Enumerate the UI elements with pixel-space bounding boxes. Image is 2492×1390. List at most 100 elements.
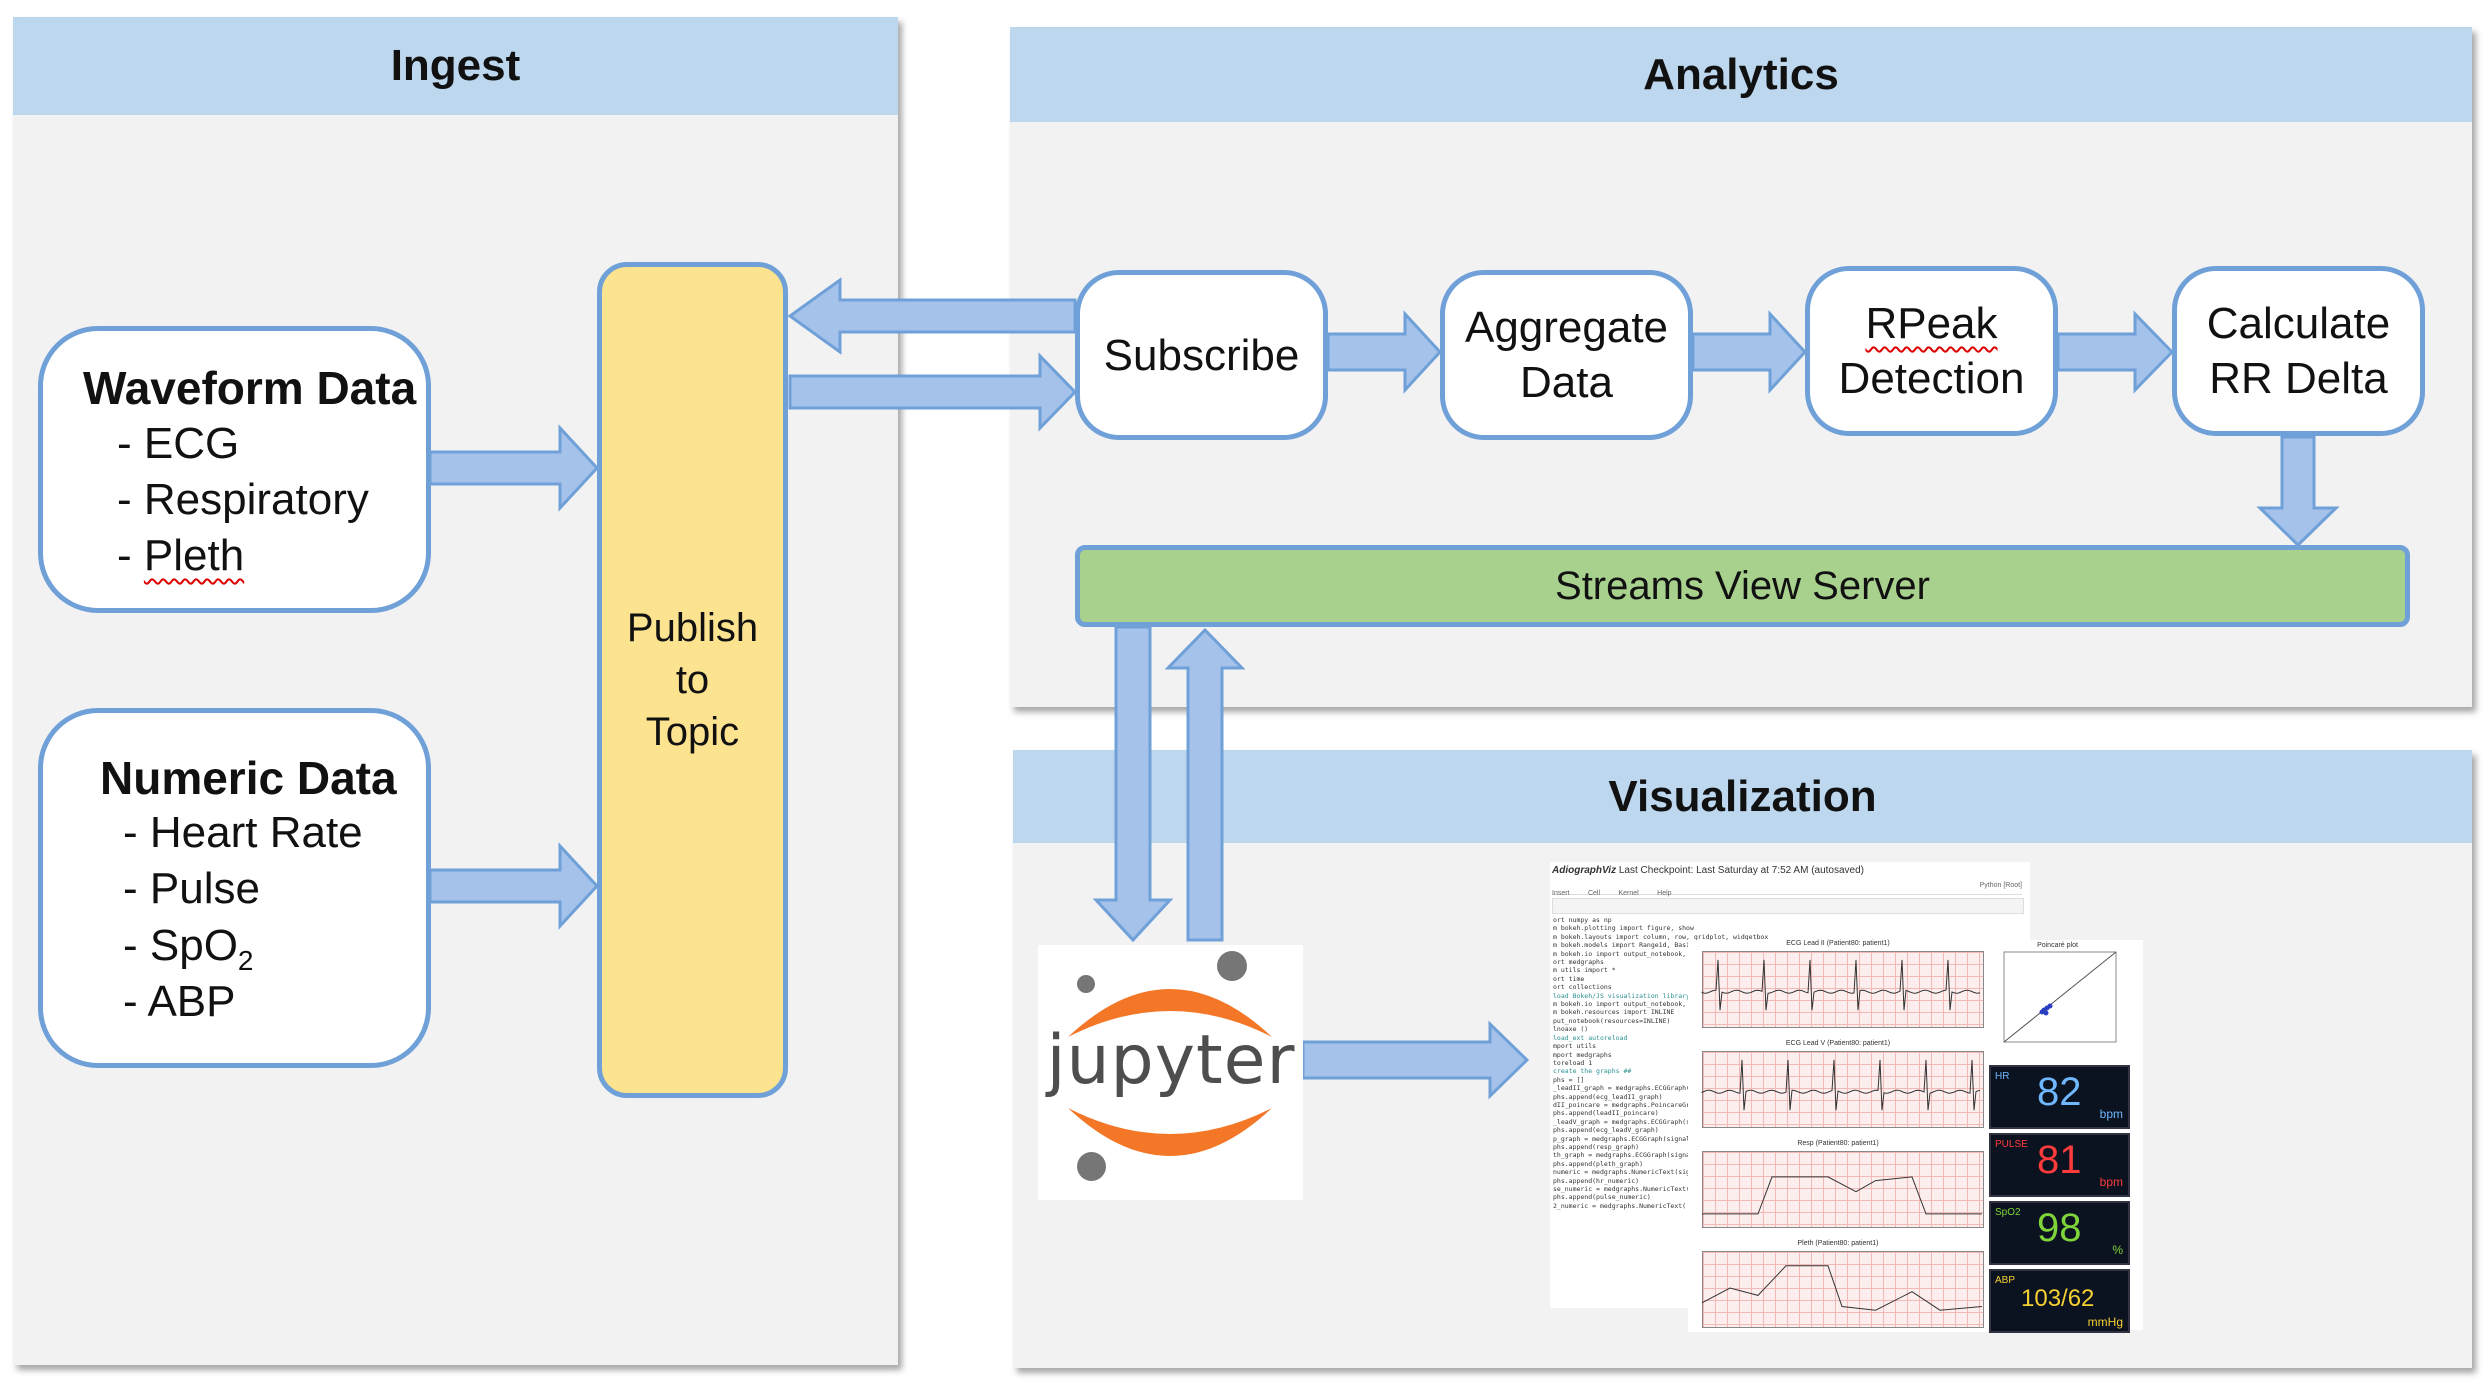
jupyter-logo: jupyter (1038, 945, 1303, 1200)
arrow-waveform-to-publish (428, 424, 600, 512)
code-line: m utils import * (1553, 966, 1616, 975)
jupyter-dot-large-icon (1217, 951, 1247, 981)
code-line: lnoaxe () (1553, 1025, 1589, 1034)
dashboard-charts: ECG Lead II (Patient80: patient1) ECG Lea… (1688, 940, 2143, 1332)
code-line: phs.append(pleth_graph) (1553, 1159, 1644, 1168)
code-line: m bokeh.layouts import column, row, grid… (1553, 932, 1769, 941)
rpeak-line-2: Detection (1838, 354, 2025, 403)
vital-value: 98 (2037, 1206, 2082, 1250)
publish-to-topic-node: Publish to Topic (597, 262, 788, 1098)
code-line: dII_poincare = medgraphs.PoincareGr (1553, 1100, 1690, 1109)
code-line: p_graph = medgraphs.ECGGraph(signal (1553, 1134, 1690, 1143)
aggregate-data-node: Aggregate Data (1440, 270, 1693, 440)
notebook-toolbar (1552, 898, 2024, 914)
vital-unit: % (2112, 1243, 2123, 1257)
rr-line-1: Calculate (2206, 299, 2391, 348)
waveform-chart-title: Pleth (Patient80: patient1) (1797, 1240, 1879, 1247)
vital-label: ABP (1995, 1275, 2016, 1286)
code-line: m bokeh.io import output_notebook, (1553, 949, 1687, 958)
code-line: phs.append(ecg_leadII_graph) (1553, 1092, 1663, 1101)
waveform-chart: Pleth (Patient80: patient1) (1688, 1240, 1988, 1332)
code-line: m bokeh.resources import INLINE (1553, 1008, 1675, 1017)
waveform-grid (1702, 1251, 1984, 1328)
rpeak-detection-node: RPeak Detection (1805, 266, 2058, 436)
code-line: phs = [] (1553, 1075, 1585, 1084)
waveform-grid (1702, 951, 1984, 1028)
code-line: m bokeh.models import Range1d, BasicT (1553, 941, 1698, 950)
waveform-grid (1702, 1051, 1984, 1128)
publish-line-3: Topic (645, 710, 740, 754)
arrow-subscribe-to-publish (787, 277, 1077, 355)
publish-line-1: Publish (626, 606, 759, 650)
code-line: m bokeh.plotting import figure, show (1553, 924, 1694, 933)
code-line: phs.append(hr_numeric) (1553, 1176, 1640, 1185)
code-line: numeric = medgraphs.NumericText(sig (1553, 1168, 1690, 1177)
jupyter-wordmark: jupyter (1046, 1021, 1296, 1100)
vital-label: SpO2 (1995, 1207, 2021, 1218)
waveform-trace (1701, 1059, 1981, 1111)
vital-pulse-display: PULSE 81 bpm (1989, 1133, 2130, 1197)
jupyter-orbit-icon (1068, 989, 1272, 1156)
code-line: phs.append(leadII_poincare) (1553, 1109, 1659, 1118)
notebook-menu-cell: Cell (1587, 890, 1601, 897)
code-line: ort medgraphs (1553, 958, 1604, 967)
vital-unit: mmHg (2087, 1315, 2123, 1329)
waveform-chart-title: ECG Lead V (Patient80: patient1) (1785, 1040, 1891, 1047)
poincare-axes (2003, 951, 2117, 1043)
waveform-data-title: Waveform Data (83, 362, 417, 414)
code-line: _leadII_graph = medgraphs.ECGGraph( (1553, 1084, 1690, 1093)
aggregate-line-1: Aggregate (1464, 303, 1669, 352)
code-line: load_ext autoreload (1553, 1033, 1628, 1042)
arrow-subscribe-to-aggregate (1326, 310, 1443, 394)
notebook-menu-help: Help (1657, 890, 1672, 897)
waveform-item-ecg: - ECG (117, 419, 240, 468)
subscribe-label: Subscribe (1103, 330, 1300, 380)
waveform-chart: Resp (Patient80: patient1) (1688, 1140, 1988, 1232)
waveform-chart: ECG Lead II (Patient80: patient1) (1688, 940, 1988, 1032)
code-line: _leadV_graph = medgraphs.ECGGraph(s (1553, 1117, 1690, 1126)
code-line: mport utils (1553, 1042, 1597, 1051)
code-line: mport medgraphs (1553, 1050, 1612, 1059)
arrow-rr-to-streams (2256, 435, 2340, 548)
streams-view-server-node: Streams View Server (1075, 545, 2410, 627)
notebook-menu-insert: Insert (1552, 890, 1570, 897)
subscribe-node: Subscribe (1075, 270, 1328, 440)
arrow-numeric-to-publish (428, 842, 600, 930)
numeric-item-heart-rate: - Heart Rate (123, 808, 363, 857)
vital-value: 81 (2037, 1138, 2082, 1182)
streams-label: Streams View Server (1555, 563, 1930, 608)
visualization-header: Visualization (1013, 750, 2472, 843)
waveform-chart-title: Resp (Patient80: patient1) (1797, 1140, 1879, 1147)
waveform-chart: ECG Lead V (Patient80: patient1) (1688, 1040, 1988, 1132)
arrow-streams-to-jupyter (1092, 625, 1174, 943)
arrow-jupyter-to-dashboard (1301, 1020, 1530, 1100)
waveform-trace (1702, 1176, 1982, 1215)
vital-unit: bpm (2099, 1175, 2123, 1189)
rr-line-2: RR Delta (2209, 354, 2388, 403)
numeric-item-abp: - ABP (123, 977, 236, 1026)
poincare-title: Poincaré plot (2037, 942, 2078, 949)
publish-line-2: to (675, 658, 710, 702)
code-line: toreload 1 (1553, 1058, 1593, 1067)
notebook-menu-kernel: Kernel (1618, 890, 1639, 897)
poincare-plot: Poincaré plot (1990, 940, 2125, 1055)
vital-label: PULSE (1995, 1139, 2028, 1150)
waveform-grid (1702, 1151, 1984, 1228)
code-line: th_graph = medgraphs.ECGGraph(signal (1553, 1151, 1694, 1160)
arrow-rpeak-to-rr (2056, 310, 2175, 394)
aggregate-line-2: Data (1520, 358, 1613, 407)
code-line: phs.append(resp_graph) (1553, 1142, 1640, 1151)
analytics-header: Analytics (1010, 27, 2472, 122)
code-line: ort collections (1553, 983, 1612, 992)
waveform-chart-title: ECG Lead II (Patient80: patient1) (1786, 940, 1890, 947)
waveform-trace (1701, 959, 1981, 1011)
arrow-jupyter-to-streams (1164, 627, 1246, 942)
numeric-data-title: Numeric Data (100, 752, 397, 804)
vital-unit: bpm (2099, 1107, 2123, 1121)
waveform-item-respiratory: - Respiratory (117, 475, 369, 524)
vital-spo2-display: SpO2 98% (1989, 1201, 2130, 1265)
numeric-data-node: Numeric Data - Heart Rate - Pulse - SpO2… (38, 708, 431, 1068)
